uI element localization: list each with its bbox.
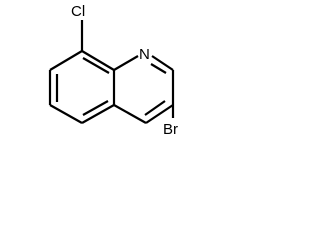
bond-n1-c2 [151,55,174,71]
bond-c8a-c8-double [82,57,110,74]
bond-c4-c4a [113,104,147,124]
bond-c5-c4a [81,104,115,124]
bond-c6-c5 [49,104,83,124]
bond-c3-c4 [145,104,174,124]
bond-c8-c7 [49,50,83,71]
molecule-diagram: Cl N Br [0,0,190,138]
bond-c3-c4-double [144,100,166,116]
bond-c8a-n1 [113,55,139,71]
canvas-background [0,0,190,138]
bond-c5-c4a-double [82,100,109,116]
atom-label-cl: Cl [71,3,85,20]
bond-c8-c8a [81,50,115,71]
atom-label-br: Br [163,121,178,138]
atom-label-n: N [139,46,150,63]
bond-n1-c2-double [150,63,167,74]
